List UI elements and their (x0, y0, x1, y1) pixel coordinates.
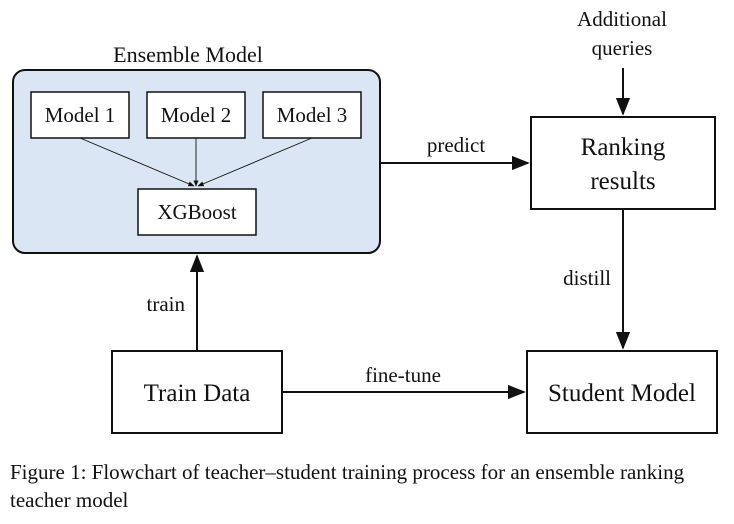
fine-tune-label: fine-tune (365, 363, 441, 387)
train-data-node: Train Data (111, 350, 283, 434)
train-data-label: Train Data (144, 380, 251, 407)
student-model-node: Student Model (526, 350, 718, 434)
figure-caption: Figure 1: Flowchart of teacher–student t… (10, 460, 685, 512)
model-2-label: Model 2 (161, 103, 232, 127)
xgboost-label: XGBoost (157, 200, 237, 224)
ranking-results-line1: Ranking (581, 134, 666, 161)
ranking-results-line2: results (590, 168, 655, 195)
ranking-results-node: Ranking results (530, 116, 716, 210)
xgboost-node: XGBoost (137, 188, 257, 236)
edge-model1-to-xgboost (79, 137, 195, 187)
ensemble-title: Ensemble Model (113, 42, 263, 67)
model-3-node: Model 3 (262, 91, 362, 139)
edge-model3-to-xgboost (197, 137, 313, 187)
flowchart-diagram: Ensemble Model Model 1 Model 2 Model 3 X… (12, 7, 718, 434)
distill-label: distill (563, 266, 611, 290)
model-2-node: Model 2 (146, 91, 246, 139)
student-model-label: Student Model (548, 380, 696, 407)
additional-queries-line1: Additional (577, 7, 667, 31)
model-1-node: Model 1 (30, 91, 130, 139)
model-3-label: Model 3 (277, 103, 348, 127)
model-1-label: Model 1 (45, 103, 116, 127)
train-label: train (147, 292, 186, 316)
additional-queries-line2: queries (592, 36, 653, 60)
predict-label: predict (427, 133, 485, 157)
